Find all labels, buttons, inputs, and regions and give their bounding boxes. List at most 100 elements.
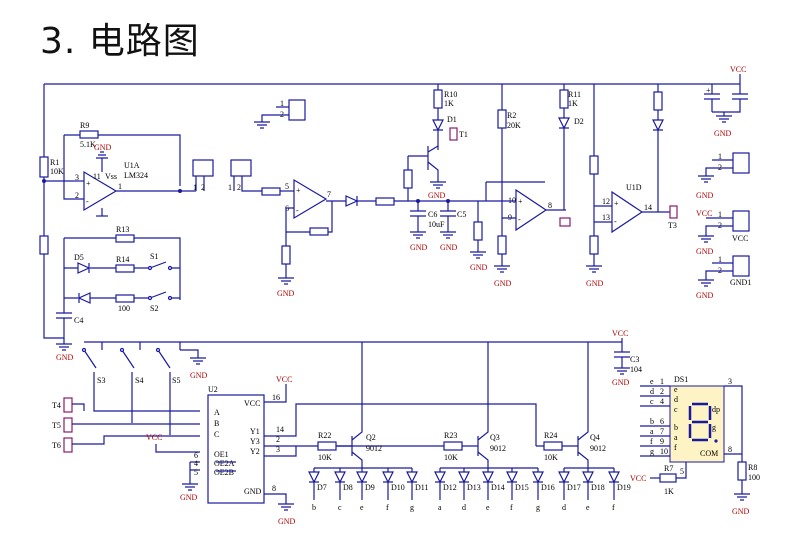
test-point-t6 xyxy=(63,437,73,453)
ds-pin-5: 5 xyxy=(680,467,684,476)
led-diode-wire xyxy=(559,468,569,500)
led-diode-wire xyxy=(583,468,593,500)
led-diode-wire xyxy=(507,468,517,500)
gnd-label: GND xyxy=(278,517,296,526)
connector-pins xyxy=(233,176,262,192)
r14-label: R14 xyxy=(116,255,129,264)
display-inner-label: c xyxy=(674,405,678,414)
n1: 1 xyxy=(718,210,722,219)
led-label: D17 xyxy=(567,483,581,492)
test-point-t3 xyxy=(669,205,678,219)
opamp-u1a xyxy=(83,170,118,212)
gnd-label: GND xyxy=(428,191,446,200)
c3-label: C3 xyxy=(630,355,639,364)
vcc-label: VCC xyxy=(146,433,162,442)
switch-contact xyxy=(167,265,173,271)
resistor-r7 xyxy=(659,473,677,483)
led-label: D12 xyxy=(443,483,457,492)
gnd-label: GND xyxy=(277,289,295,298)
pin-6: 6 xyxy=(194,451,198,460)
ground-icon xyxy=(440,231,456,239)
n2: 2 xyxy=(237,183,241,192)
u1d-label: U1D xyxy=(626,183,642,192)
u2-b: B xyxy=(214,419,219,428)
pin-12: 12 xyxy=(602,197,610,206)
resistor-r14 xyxy=(115,264,135,273)
pin-2: 2 xyxy=(75,191,79,200)
led-diode xyxy=(608,471,620,484)
n1: 1 xyxy=(718,152,722,161)
display-pin-segment: d xyxy=(650,387,654,396)
minus-sign: - xyxy=(296,206,299,215)
gnd-label: GND xyxy=(696,191,714,200)
pin-14: 14 xyxy=(276,425,284,434)
r24-label: R24 xyxy=(544,431,557,440)
t1-label: T1 xyxy=(459,130,468,139)
r9-value: 5.1K xyxy=(80,140,96,149)
led-label: D14 xyxy=(491,483,505,492)
led-d2 xyxy=(558,117,570,130)
display-pin-segment: e xyxy=(650,377,654,386)
led-d1 xyxy=(432,119,444,132)
switch-bank xyxy=(83,349,199,369)
d1-label: D1 xyxy=(447,115,457,124)
r22-label: R22 xyxy=(318,431,331,440)
vss-label: Vss xyxy=(105,172,117,181)
connector-block xyxy=(732,152,750,174)
s1-label: S1 xyxy=(150,252,158,261)
led-label: D19 xyxy=(617,483,631,492)
display-pin-segment: c xyxy=(650,397,654,406)
led-diode xyxy=(506,471,518,484)
led-diode-wire xyxy=(483,468,493,500)
led-label: D11 xyxy=(415,483,428,492)
ground-icon xyxy=(190,357,206,365)
wire xyxy=(653,129,663,212)
junction-dot xyxy=(446,199,450,203)
display-pin-number: 10 xyxy=(660,447,668,456)
segment-letter: g xyxy=(536,503,540,512)
ground-icon xyxy=(278,503,294,511)
ground-icon xyxy=(410,231,426,239)
t6-label: T6 xyxy=(52,441,61,450)
switch-contact xyxy=(155,347,161,353)
wire xyxy=(711,74,741,94)
ground-icon xyxy=(734,493,750,501)
segment-letter: e xyxy=(360,503,364,512)
display-pin-number: 7 xyxy=(660,427,664,436)
wire xyxy=(486,200,566,219)
resistor-100 xyxy=(115,294,135,303)
segment-letter: d xyxy=(562,503,566,512)
r1-value: 10K xyxy=(50,167,64,176)
r13-wire xyxy=(64,237,181,300)
led-label: D7 xyxy=(317,483,327,492)
pin-3: 3 xyxy=(75,173,79,182)
vcc-label: VCC xyxy=(730,65,746,74)
connector-block xyxy=(288,99,306,121)
switch-contact xyxy=(81,347,87,353)
display-inner-label: a xyxy=(674,433,678,442)
wire xyxy=(594,205,672,223)
led-label: D13 xyxy=(467,483,481,492)
seven-segment-display xyxy=(669,385,725,463)
r13-label: R13 xyxy=(116,225,129,234)
vcc-label: VCC xyxy=(612,329,628,338)
c6-value: 10uF xyxy=(428,220,445,229)
diode-reverse xyxy=(77,292,91,304)
plus-sign: + xyxy=(518,197,523,206)
ic-u2 xyxy=(207,394,265,504)
resistor xyxy=(473,221,483,241)
gnd-label: GND xyxy=(56,353,74,362)
led-label: D18 xyxy=(591,483,605,492)
wire xyxy=(711,99,741,113)
r8-label: R8 xyxy=(748,463,757,472)
led-label: D16 xyxy=(541,483,555,492)
gnd-label: GND xyxy=(470,263,488,272)
display-pin-number: 4 xyxy=(660,397,664,406)
r2-value: 20K xyxy=(507,121,521,130)
s2-label: S2 xyxy=(150,304,158,313)
ds-pin-8: 8 xyxy=(728,445,732,454)
resistor-input xyxy=(261,187,281,196)
